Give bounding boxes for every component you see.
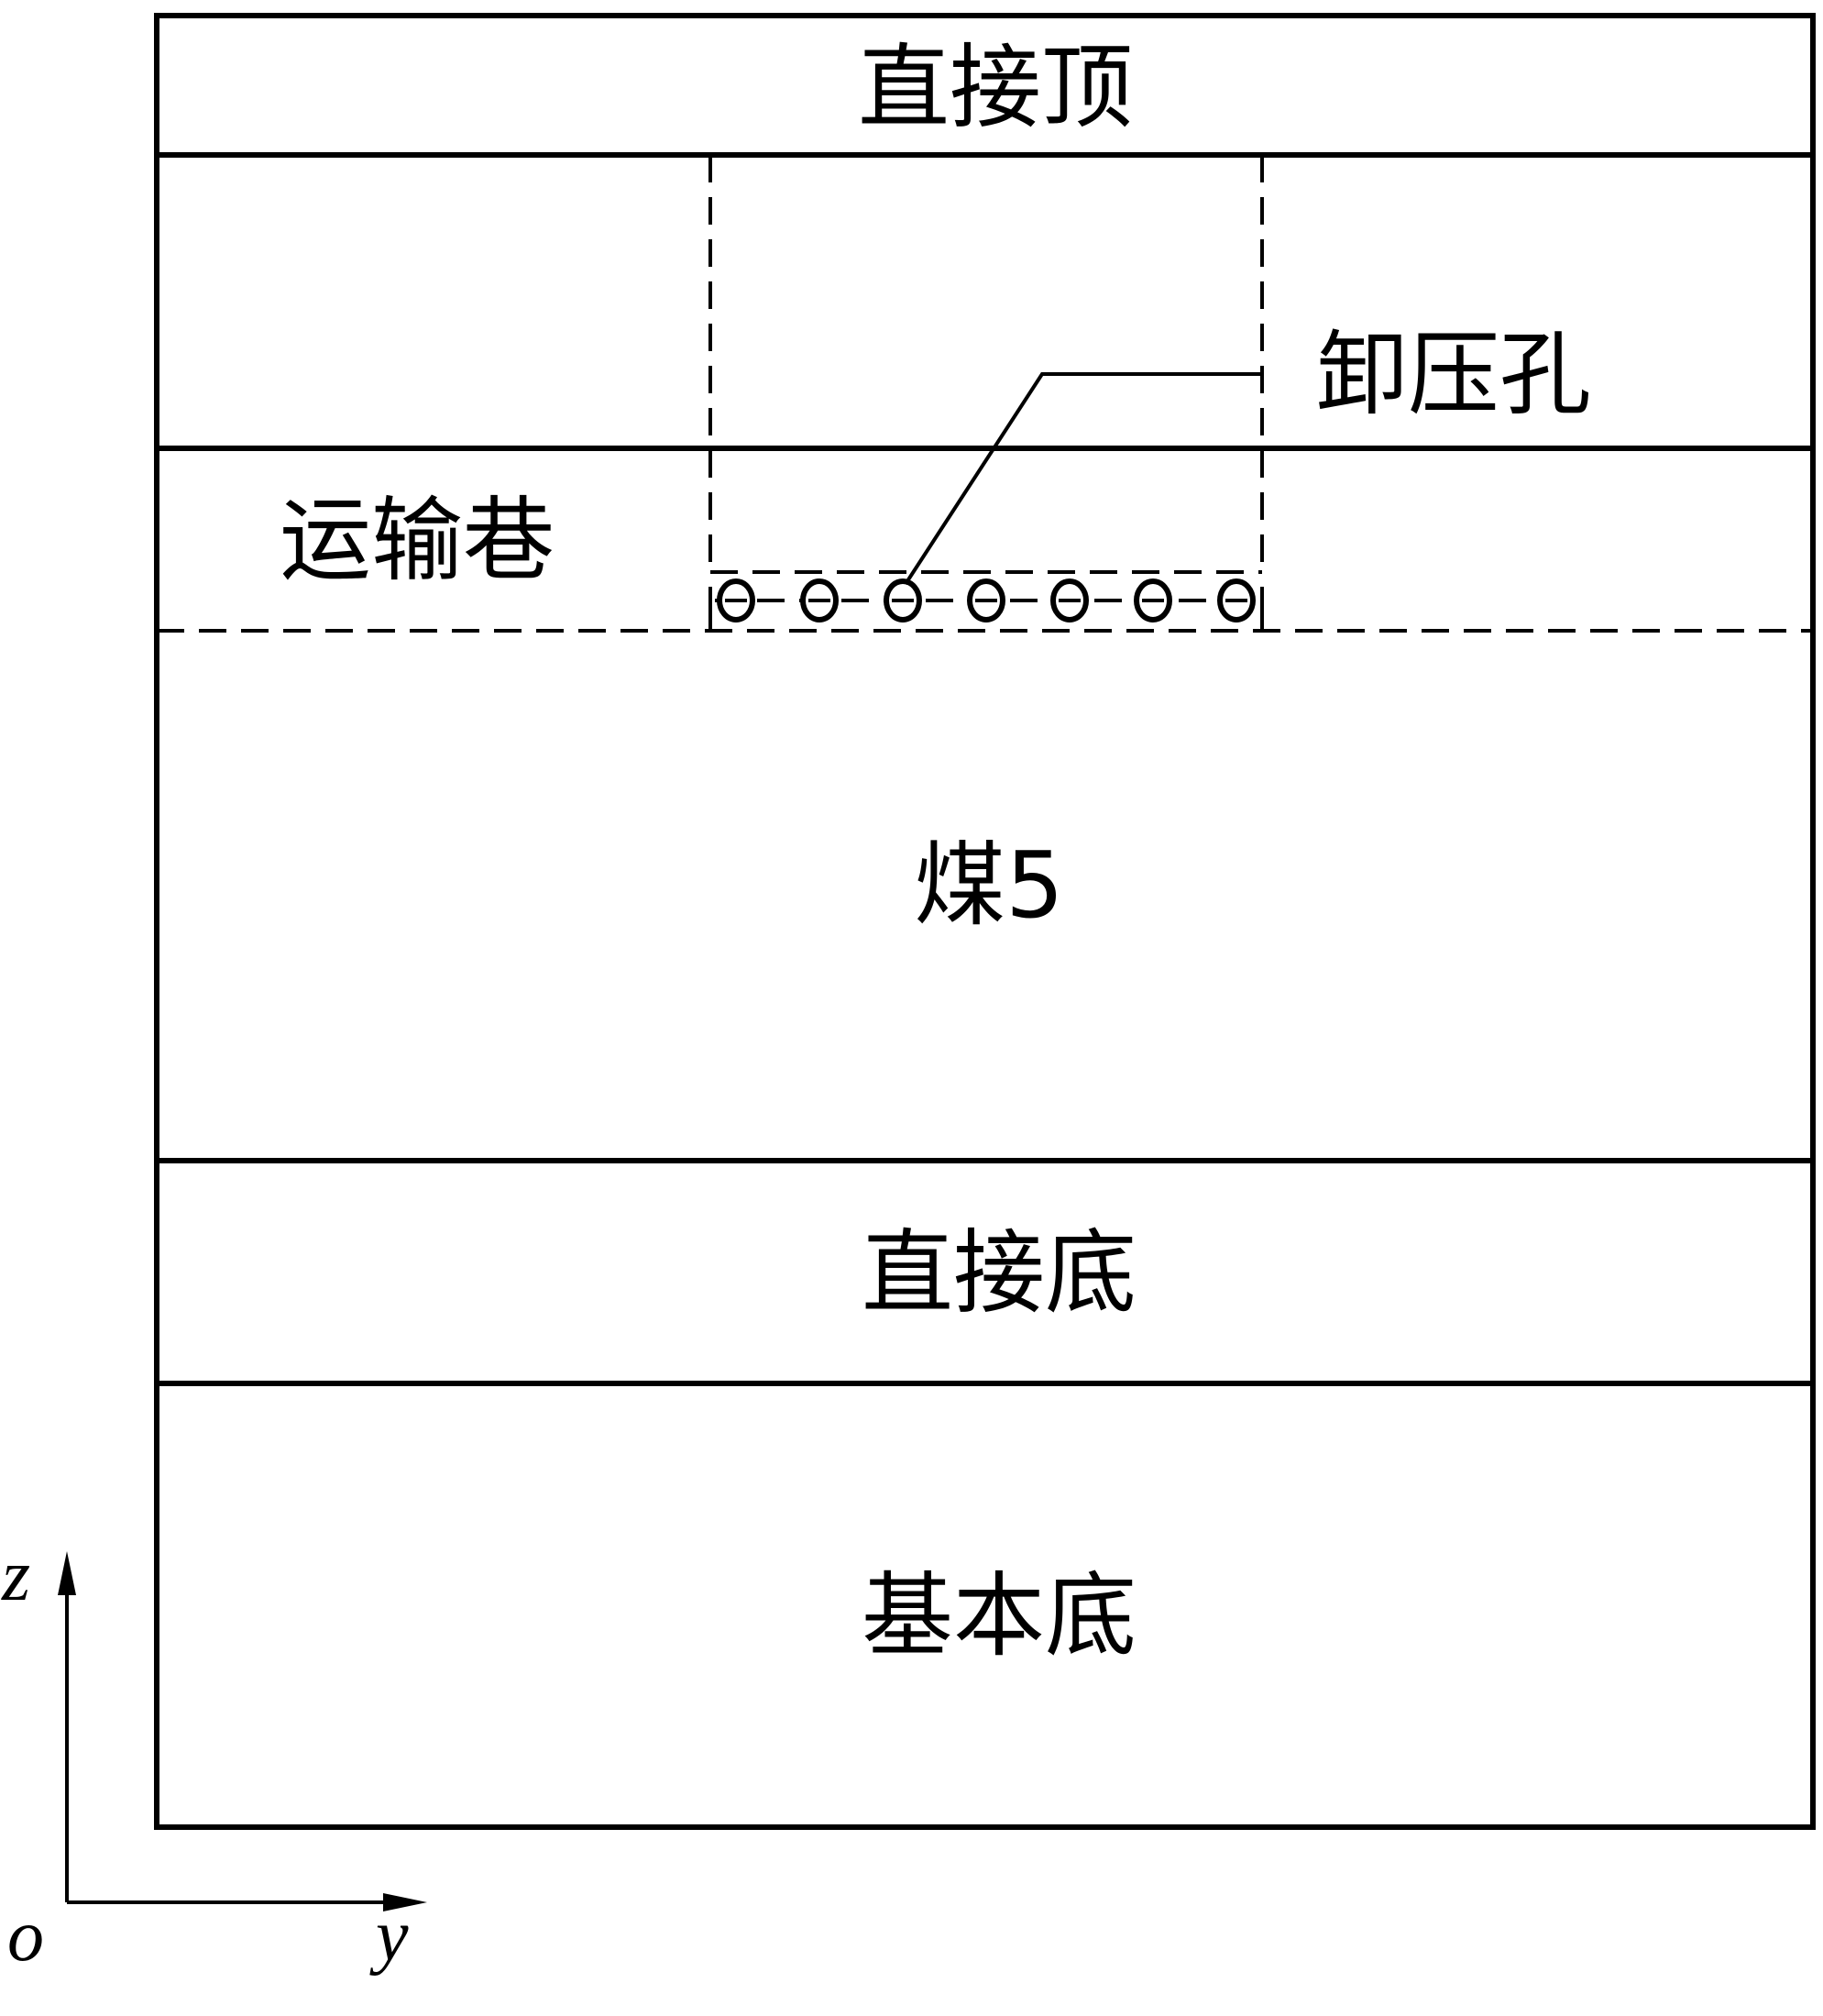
label-immediate-roof: 直接顶	[858, 34, 1133, 141]
label-coal-seam: 煤5	[914, 832, 1064, 939]
model-boundary	[154, 13, 1816, 1830]
label-immediate-floor: 直接底	[862, 1219, 1137, 1327]
relief-zone-dashed-box	[708, 155, 1264, 631]
relief-hole-leader-line	[904, 372, 1262, 586]
label-main-floor: 基本底	[862, 1562, 1137, 1669]
label-relief-hole: 卸压孔	[1316, 321, 1591, 428]
z-axis-label: z	[1, 1536, 30, 1616]
relief-holes	[717, 578, 1256, 622]
y-axis-arrow-icon	[383, 1893, 427, 1911]
z-axis-arrow-icon	[58, 1551, 76, 1595]
label-transport-roadway: 运输巷	[280, 487, 555, 594]
coordinate-axes: z o y	[1, 1536, 427, 1977]
y-axis-label: y	[369, 1896, 409, 1977]
origin-label: o	[7, 1896, 44, 1977]
